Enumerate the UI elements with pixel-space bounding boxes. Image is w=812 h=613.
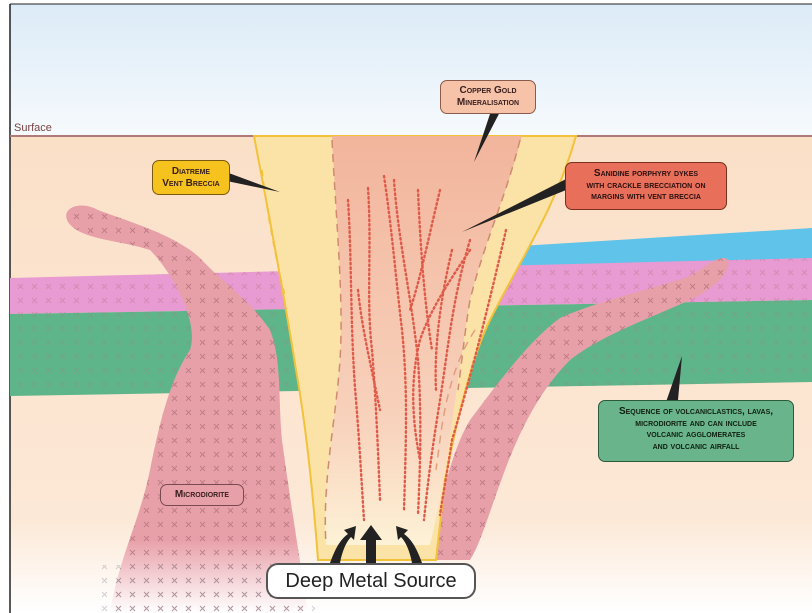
sky [10, 4, 812, 136]
label-diatreme-line1: Diatreme [153, 166, 229, 178]
label-sanidine: Sanidine porphyry dykes with crackle bre… [565, 162, 727, 210]
label-sanidine-line3: margins with vent breccia [566, 191, 726, 203]
label-sanidine-line2: with crackle brecciation on [566, 180, 726, 192]
label-sequence-line3: volcanic agglomerates [599, 429, 793, 441]
label-copper-gold: Copper Gold Mineralisation [440, 80, 536, 114]
label-diatreme: Diatreme Vent Breccia [152, 160, 230, 195]
label-diatreme-line2: Vent Breccia [153, 178, 229, 190]
label-copper-gold-line1: Copper Gold [441, 85, 535, 97]
label-sequence-line4: and volcanic airfall [599, 441, 793, 453]
label-microdiorite: Microdiorite [160, 484, 244, 506]
label-sequence: Sequence of volcaniclastics, lavas, micr… [598, 400, 794, 462]
label-deep-metal-source: Deep Metal Source [266, 563, 476, 599]
label-sequence-line2: microdiorite and can include [599, 418, 793, 430]
label-sequence-line1: Sequence of volcaniclastics, lavas, [599, 406, 793, 418]
label-sanidine-line1: Sanidine porphyry dykes [566, 168, 726, 180]
surface-label: Surface [14, 122, 52, 134]
label-microdiorite-text: Microdiorite [161, 489, 243, 501]
label-copper-gold-line2: Mineralisation [441, 97, 535, 109]
